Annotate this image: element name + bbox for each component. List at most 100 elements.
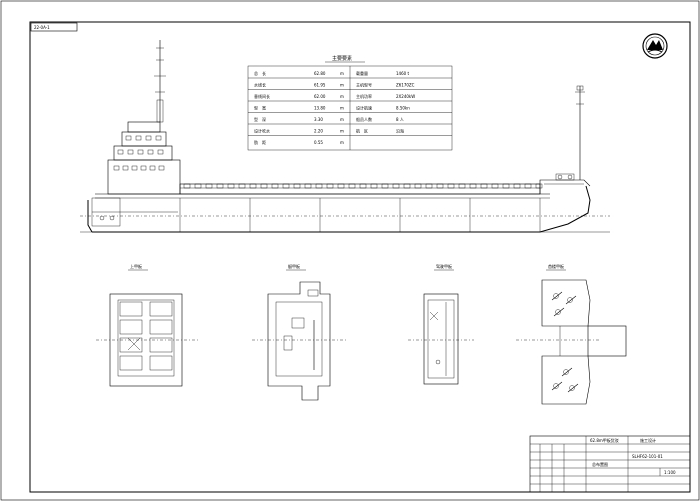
hatch-cover-segment [260, 183, 268, 189]
hatch-cover-segment [502, 183, 510, 189]
particular-value: 0.55 [314, 140, 323, 145]
particular-label: 航 区 [356, 128, 368, 134]
bulkheads [179, 198, 541, 232]
bollard [553, 383, 559, 389]
hatch-cover-segment [403, 183, 411, 189]
mooring-line [553, 307, 565, 317]
hatch-cover-segment [293, 183, 301, 189]
cabin [149, 337, 173, 353]
window [122, 165, 129, 171]
particular-label: 总 长 [254, 70, 266, 76]
hatch-cover-segment [238, 183, 246, 189]
plan2-label: 艇甲板 [288, 263, 300, 269]
hatch-cover-segment [381, 183, 389, 189]
plan-wheelhouse-deck: 驾驶甲板 [408, 263, 474, 385]
hatch-cover-segment [326, 183, 334, 189]
hatch-cover-segment [205, 183, 213, 189]
hatch-cover-segment [535, 183, 543, 189]
mooring-line [551, 381, 563, 391]
profile-view [80, 40, 610, 233]
main-particulars: 主要要素 [247, 55, 453, 151]
particular-value: 8 人 [396, 117, 404, 122]
particular-label: 主机型号 [356, 82, 372, 88]
window [117, 149, 124, 155]
tb-project: 62.8m甲板货驳 [590, 437, 619, 443]
particular-label: 肋 距 [254, 139, 266, 145]
window [140, 165, 147, 171]
particular-value: 8.50kn [396, 106, 410, 111]
hatch-cover-segment [392, 183, 400, 189]
window [127, 149, 134, 155]
cabin [119, 319, 143, 335]
window [145, 135, 152, 141]
particular-value: 2X240kW [396, 94, 415, 99]
window [137, 149, 144, 155]
hatch-cover-segment [436, 183, 444, 189]
mooring-equipment [551, 291, 579, 393]
cabin [119, 355, 143, 371]
cabin [119, 337, 143, 353]
cabin [149, 355, 173, 371]
particular-value: 2.20 [314, 129, 323, 134]
plan4-label: 首楼甲板 [548, 263, 564, 269]
bollard [563, 369, 569, 375]
particular-value: 61.95 [314, 83, 326, 88]
window [157, 149, 164, 155]
cabins [119, 301, 173, 371]
bollard [569, 385, 575, 391]
window [125, 135, 132, 141]
plan-boat-deck: 艇甲板 [252, 263, 346, 401]
particular-value: Z6170ZC [396, 83, 415, 88]
particular-label: 主机功率 [356, 93, 372, 99]
particular-label: 型 宽 [254, 105, 266, 111]
tb-scale: 1:100 [664, 470, 676, 475]
window [131, 165, 138, 171]
logo-emblem [642, 33, 668, 59]
particular-label: 设计吃水 [254, 128, 270, 134]
hatch-cover-segment [216, 183, 224, 189]
particular-unit: m [340, 94, 344, 99]
particular-label: 型 深 [254, 116, 266, 122]
particular-unit: m [340, 117, 344, 122]
tb-drawing-name: 总布置图 [592, 461, 608, 467]
corner-tag-text: 22-0A-1 [34, 25, 50, 30]
window [158, 165, 165, 171]
particular-value: 13.80 [314, 106, 326, 111]
window [155, 135, 162, 141]
superstructure-windows [113, 135, 165, 171]
hatch-cover-segment [491, 183, 499, 189]
plan-upper-deck: 上甲板 [96, 263, 198, 387]
particular-label: 船员人数 [356, 116, 372, 122]
hatch-cover-segment [337, 183, 345, 189]
particular-value: 1460 t [396, 71, 409, 76]
particulars-title: 主要要素 [332, 55, 352, 62]
cabin [149, 319, 173, 335]
hatch-cover-segment [271, 183, 279, 189]
mooring-line [567, 383, 579, 393]
hatch-cover-segment [304, 183, 312, 189]
hatch-cover-segment [469, 183, 477, 189]
title-block: 62.8m甲板货驳 施工设计 SLHF62-101-01 总布置图 1:100 [529, 435, 691, 493]
particular-unit: m [340, 71, 344, 76]
deck-rail [183, 183, 543, 189]
window [147, 149, 154, 155]
hatch-cover-segment [414, 183, 422, 189]
tb-phase: 施工设计 [640, 437, 656, 443]
mooring-line [551, 291, 563, 301]
particular-label: 垂线间长 [254, 93, 270, 99]
hatch-cover-segment [249, 183, 257, 189]
cabin [149, 301, 173, 317]
bollard [567, 297, 573, 303]
window [135, 135, 142, 141]
mooring-line [561, 367, 573, 377]
plan1-label: 上甲板 [130, 263, 142, 269]
hatch-cover-segment [513, 183, 521, 189]
hatch-cover-segment [315, 183, 323, 189]
window [113, 165, 120, 171]
hatch-cover-segment [227, 183, 235, 189]
hatch-cover-segment [480, 183, 488, 189]
particular-unit: m [340, 83, 344, 88]
